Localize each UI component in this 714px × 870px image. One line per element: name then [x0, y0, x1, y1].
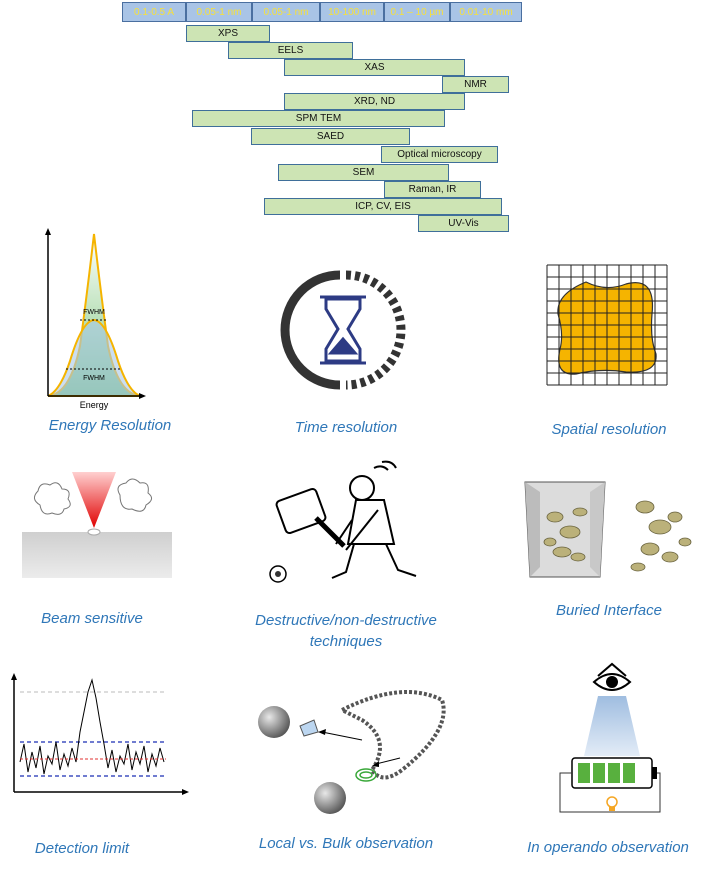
beam-sensitive-illustration	[22, 472, 172, 578]
operando-illustration	[559, 662, 661, 813]
caption-time-resolution: Time resolution	[294, 419, 398, 436]
scale-cell: 0.1-0.5 A	[122, 2, 186, 22]
caption-energy-resolution: Energy Resolution	[48, 417, 172, 434]
technique-bar-raman-ir: Raman, IR	[384, 181, 481, 198]
technique-bar-saed: SAED	[251, 128, 410, 145]
caption-beam-sensitive: Beam sensitive	[41, 610, 143, 627]
fwhm-label-wide: FWHM	[83, 375, 105, 382]
technique-bar-icp-cv-eis: ICP, CV, EIS	[264, 198, 502, 215]
caption-in-operando: In operando observation	[527, 839, 689, 856]
scale-cell: 0.05-1 nm	[252, 2, 320, 22]
technique-bar-xps: XPS	[186, 25, 270, 42]
buried-interface-illustration	[524, 481, 692, 578]
technique-bar-eels: EELS	[228, 42, 353, 59]
technique-bar-uv-vis: UV-Vis	[418, 215, 509, 232]
time-resolution-illustration	[280, 270, 406, 390]
hourglass-icon	[320, 295, 366, 365]
scale-cell: 0.05-1 nm	[186, 2, 252, 22]
technique-bar-optical-microscopy: Optical microscopy	[381, 146, 498, 163]
technique-bar-sem: SEM	[278, 164, 449, 181]
spatial-resolution-illustration	[546, 264, 668, 386]
caption-destructive-techniques: Destructive/non-destructive techniques	[255, 612, 437, 650]
technique-bar-xas: XAS	[284, 59, 465, 76]
caption-detection-limit: Detection limit	[34, 840, 130, 857]
caption-spatial-resolution: Spatial resolution	[551, 421, 667, 438]
scale-cell: 10-100 nm	[320, 2, 384, 22]
hammer-icon	[275, 487, 346, 548]
energy-resolution-illustration: FWHM FWHM Energy	[45, 228, 146, 410]
scale-cell: 0.1 – 10 µm	[384, 2, 450, 22]
energy-axis-label: Energy	[80, 400, 109, 410]
lightbulb-icon	[606, 796, 618, 811]
technique-bar-spm-tem: SPM TEM	[192, 110, 445, 127]
technique-bar-xrd-nd: XRD, ND	[284, 93, 465, 110]
scale-cell: 0.01-10 mm	[450, 2, 522, 22]
fwhm-label-narrow: FWHM	[83, 309, 105, 316]
detection-limit-illustration	[11, 673, 189, 795]
caption-local-vs-bulk: Local vs. Bulk observation	[258, 835, 434, 852]
destructive-illustration	[269, 460, 417, 583]
eye-icon	[592, 662, 632, 691]
caption-buried-interface: Buried Interface	[556, 602, 662, 619]
technique-bar-nmr: NMR	[442, 76, 509, 93]
local-bulk-illustration	[258, 690, 446, 814]
